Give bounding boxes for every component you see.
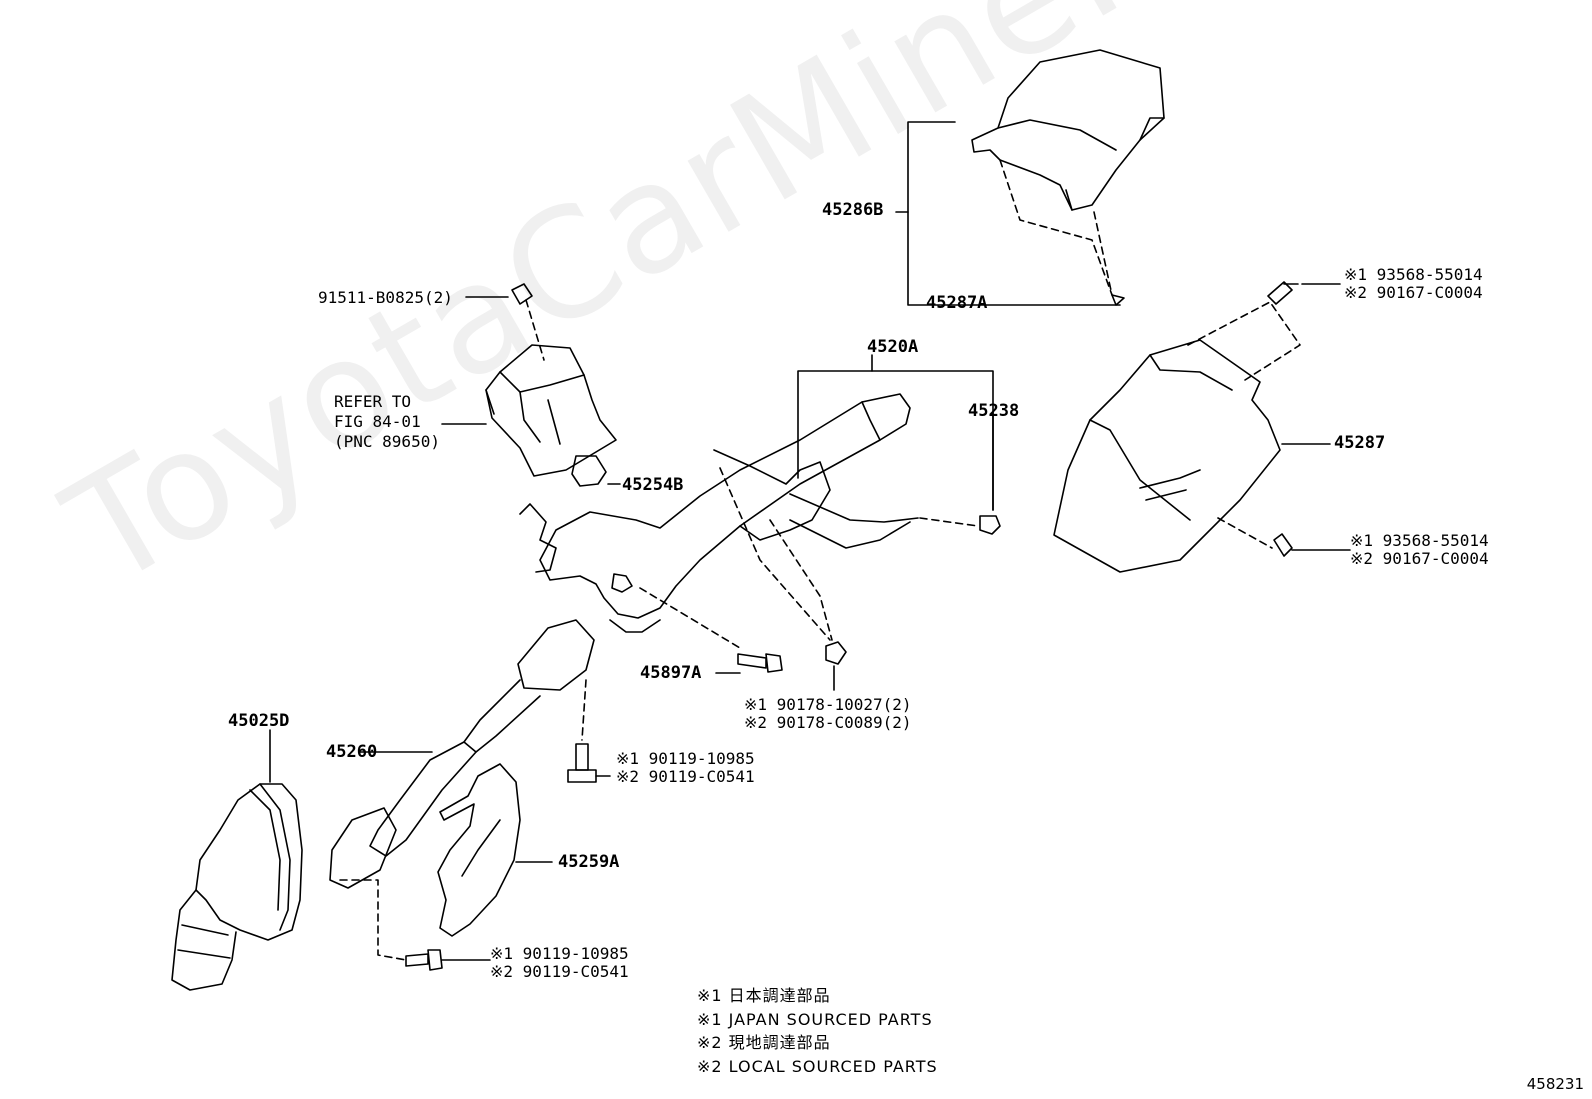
intermediate-shaft-drawing bbox=[329, 619, 595, 889]
label-45259A: 45259A bbox=[558, 852, 620, 872]
boot-45025D-drawing bbox=[171, 783, 303, 991]
label-fig-84-01: FIG 84-01 bbox=[334, 412, 421, 431]
pn-bolt-shaft-local: ※2 90119-C0541 bbox=[616, 767, 755, 786]
figure-number: 458231 bbox=[1526, 1075, 1584, 1093]
pn-bolt-lower-local: ※2 90119-C0541 bbox=[490, 962, 629, 981]
bolt-lower-drawing bbox=[339, 879, 491, 971]
label-45286B: 45286B bbox=[822, 200, 884, 220]
legend-line-2: ※1 JAPAN SOURCED PARTS bbox=[697, 1009, 933, 1029]
label-45287A: 45287A bbox=[926, 293, 988, 313]
bolt-91511-drawing bbox=[465, 283, 545, 361]
upper-column-cover-drawing bbox=[971, 49, 1165, 211]
eps-motor-drawing bbox=[485, 344, 617, 477]
steering-column-drawing bbox=[519, 393, 919, 633]
pn-top-right-local: ※2 90167-C0004 bbox=[1344, 283, 1483, 302]
cover-screw-top-drawing bbox=[1267, 281, 1341, 305]
nut-center-drawing bbox=[825, 641, 847, 691]
bolt-45897A-drawing bbox=[639, 587, 783, 674]
legend-line-3: ※2 現地調達部品 bbox=[697, 1033, 831, 1052]
legend-line-4: ※2 LOCAL SOURCED PARTS bbox=[697, 1056, 938, 1076]
label-refer-to: REFER TO bbox=[334, 392, 412, 411]
pn-mid-right-local: ※2 90167-C0004 bbox=[1350, 549, 1489, 568]
bolt-shaft-drawing bbox=[567, 679, 611, 783]
label-45238: 45238 bbox=[968, 401, 1020, 421]
legend-line-1: ※1 日本調達部品 bbox=[697, 986, 831, 1005]
pn-mid-right-jp: ※1 93568-55014 bbox=[1350, 531, 1489, 550]
pn-nut-center-local: ※2 90178-C0089(2) bbox=[744, 713, 912, 732]
pn-nut-center-jp: ※1 90178-10027(2) bbox=[744, 695, 912, 714]
lower-column-cover-drawing bbox=[1053, 339, 1281, 573]
label-45897A: 45897A bbox=[640, 663, 702, 683]
column-hole-cover-drawing bbox=[437, 763, 521, 937]
cover-screw-bottom-drawing bbox=[1273, 533, 1351, 557]
pn-top-right-jp: ※1 93568-55014 bbox=[1344, 265, 1483, 284]
label-45025D: 45025D bbox=[228, 711, 290, 731]
label-91511-B0825: 91511-B0825(2) bbox=[318, 288, 453, 307]
label-4520A: 4520A bbox=[867, 337, 919, 357]
label-pnc-89650: (PNC 89650) bbox=[334, 432, 440, 451]
label-45287: 45287 bbox=[1334, 433, 1386, 453]
pn-bolt-shaft-jp: ※1 90119-10985 bbox=[616, 749, 755, 768]
pn-bolt-lower-jp: ※1 90119-10985 bbox=[490, 944, 629, 963]
legend: ※1 日本調達部品 ※1 JAPAN SOURCED PARTS ※2 現地調達… bbox=[697, 984, 938, 1078]
label-45260: 45260 bbox=[326, 742, 378, 762]
label-45254B: 45254B bbox=[622, 475, 684, 495]
